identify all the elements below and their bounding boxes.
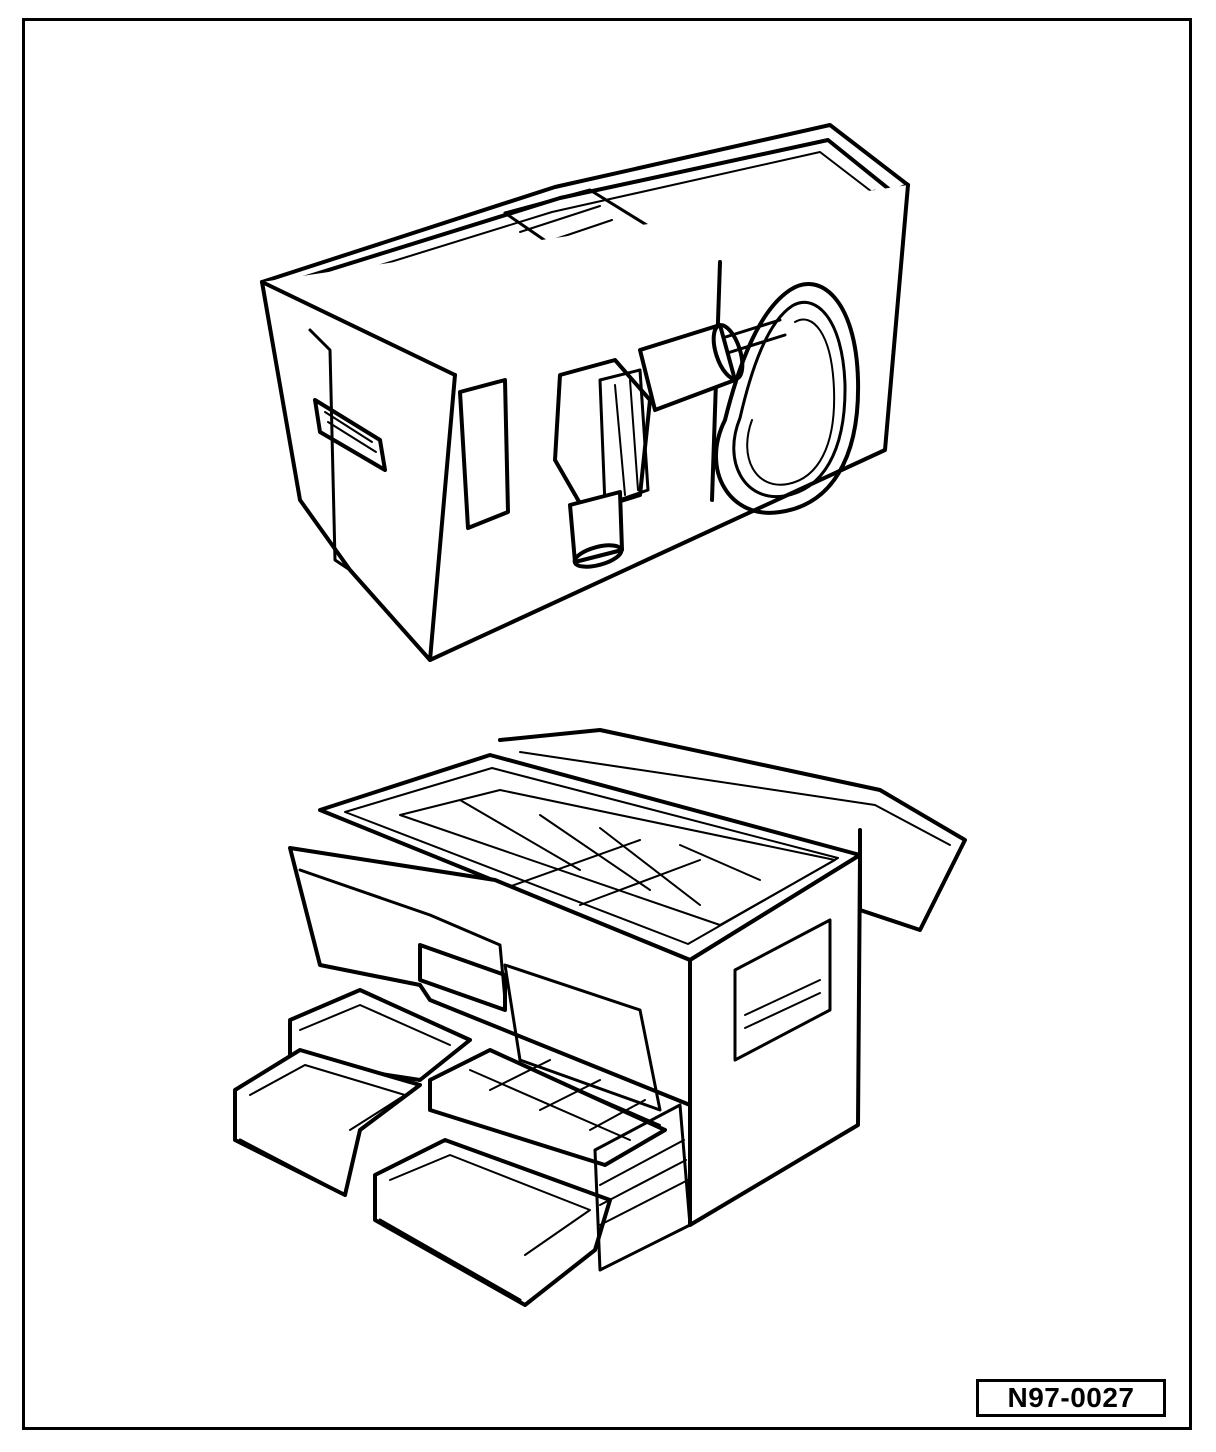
figure-reference-code: N97-0027 xyxy=(976,1379,1166,1417)
open-toolbox-icon xyxy=(233,728,967,1307)
closed-toolbox-icon xyxy=(260,123,910,662)
